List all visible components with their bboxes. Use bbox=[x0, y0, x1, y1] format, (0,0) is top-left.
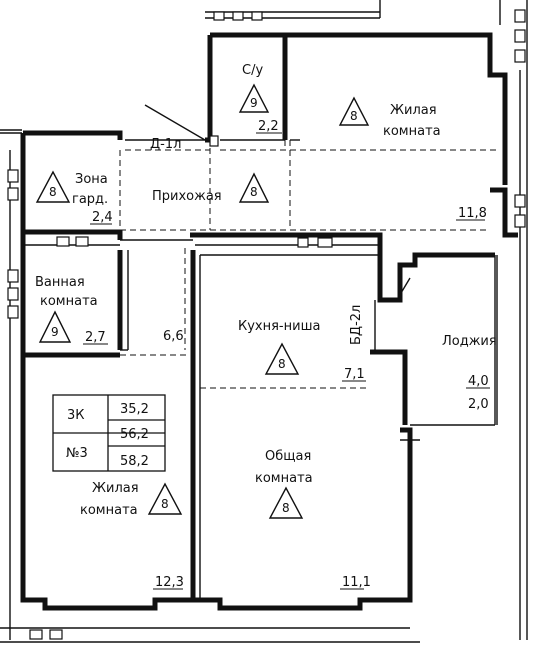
bathroom-label-1: Ванная bbox=[35, 275, 85, 290]
class-triangle-icon bbox=[238, 83, 270, 113]
class-triangle-icon bbox=[264, 342, 300, 375]
door-label: Д-1л bbox=[150, 137, 181, 152]
room-loggia: Лоджия 4,0 2,0 bbox=[442, 334, 497, 412]
class-triangle-icon bbox=[338, 96, 370, 126]
living-top-class: 8 bbox=[350, 109, 358, 123]
wardrobe-class: 8 bbox=[49, 185, 57, 199]
class-triangle-icon bbox=[238, 172, 270, 203]
class-triangle-icon bbox=[268, 486, 304, 519]
loggia-area-2: 2,0 bbox=[468, 397, 489, 412]
apartment-number: №3 bbox=[66, 446, 88, 461]
balcony-door-label: БД-2л bbox=[349, 305, 364, 345]
bathroom-small-area: 2,2 bbox=[258, 119, 279, 134]
balcony-door-leader-line bbox=[397, 277, 411, 299]
bathroom-small-label: С/у bbox=[242, 63, 263, 78]
wardrobe-label-2: гард. bbox=[72, 192, 108, 207]
apartment-area-total: 56,2 bbox=[120, 427, 149, 442]
apartment-area-living: 35,2 bbox=[120, 402, 149, 417]
zone-dashes bbox=[119, 140, 500, 389]
living-top-label-2: комната bbox=[383, 124, 441, 139]
living-bottom-class: 8 bbox=[161, 497, 169, 511]
bathroom-label-2: комната bbox=[40, 294, 98, 309]
room-bathroom: Ванная комната 9 2,7 bbox=[35, 275, 108, 345]
kitchen-class: 8 bbox=[278, 357, 286, 371]
class-triangle-icon bbox=[38, 310, 72, 343]
living-bottom-label-1: Жилая bbox=[92, 481, 139, 496]
common-area: 11,1 bbox=[342, 575, 371, 590]
living-bottom-area: 12,3 bbox=[155, 575, 184, 590]
common-label-2: комната bbox=[255, 471, 313, 486]
room-bathroom-small: С/у 9 2,2 bbox=[238, 63, 282, 134]
kitchen-area: 7,1 bbox=[344, 367, 365, 382]
common-class: 8 bbox=[282, 501, 290, 515]
door-leader-line bbox=[144, 104, 206, 141]
bathroom-small-class: 9 bbox=[250, 96, 258, 110]
room-common: Общая комната 8 11,1 bbox=[255, 449, 371, 590]
ventilation-blocks bbox=[7, 9, 526, 640]
hallway-label: Прихожая bbox=[152, 189, 222, 204]
apartment-area-total-loggia: 58,2 bbox=[120, 454, 149, 469]
bathroom-class: 9 bbox=[51, 325, 59, 339]
common-label-1: Общая bbox=[265, 449, 311, 464]
loggia-area-1: 4,0 bbox=[468, 374, 489, 389]
hallway-class: 8 bbox=[250, 185, 258, 199]
bathroom-area: 2,7 bbox=[85, 330, 106, 345]
room-hallway: Прихожая 8 6,6 bbox=[152, 172, 270, 344]
room-living-bottom: Жилая комната 8 12,3 bbox=[80, 481, 184, 590]
living-bottom-label-2: комната bbox=[80, 503, 138, 518]
wardrobe-label-1: Зона bbox=[75, 172, 108, 187]
living-top-area: 11,8 bbox=[458, 206, 487, 221]
hallway-area: 6,6 bbox=[163, 329, 184, 344]
kitchen-label: Кухня-ниша bbox=[238, 319, 320, 334]
room-wardrobe: 8 Зона гард. 2,4 bbox=[35, 170, 113, 225]
class-triangle-icon bbox=[35, 170, 71, 203]
inner-walls bbox=[23, 139, 498, 600]
room-living-top: 8 Жилая комната 11,8 bbox=[338, 96, 487, 221]
apartment-summary-table: 3К 35,2 №3 56,2 58,2 bbox=[52, 394, 166, 472]
class-triangle-icon bbox=[147, 482, 183, 515]
living-top-label-1: Жилая bbox=[390, 103, 437, 118]
room-kitchen: Кухня-ниша 8 7,1 bbox=[238, 319, 366, 382]
apartment-type: 3К bbox=[67, 408, 85, 423]
loggia-label: Лоджия bbox=[442, 334, 497, 349]
wardrobe-area: 2,4 bbox=[92, 210, 113, 225]
